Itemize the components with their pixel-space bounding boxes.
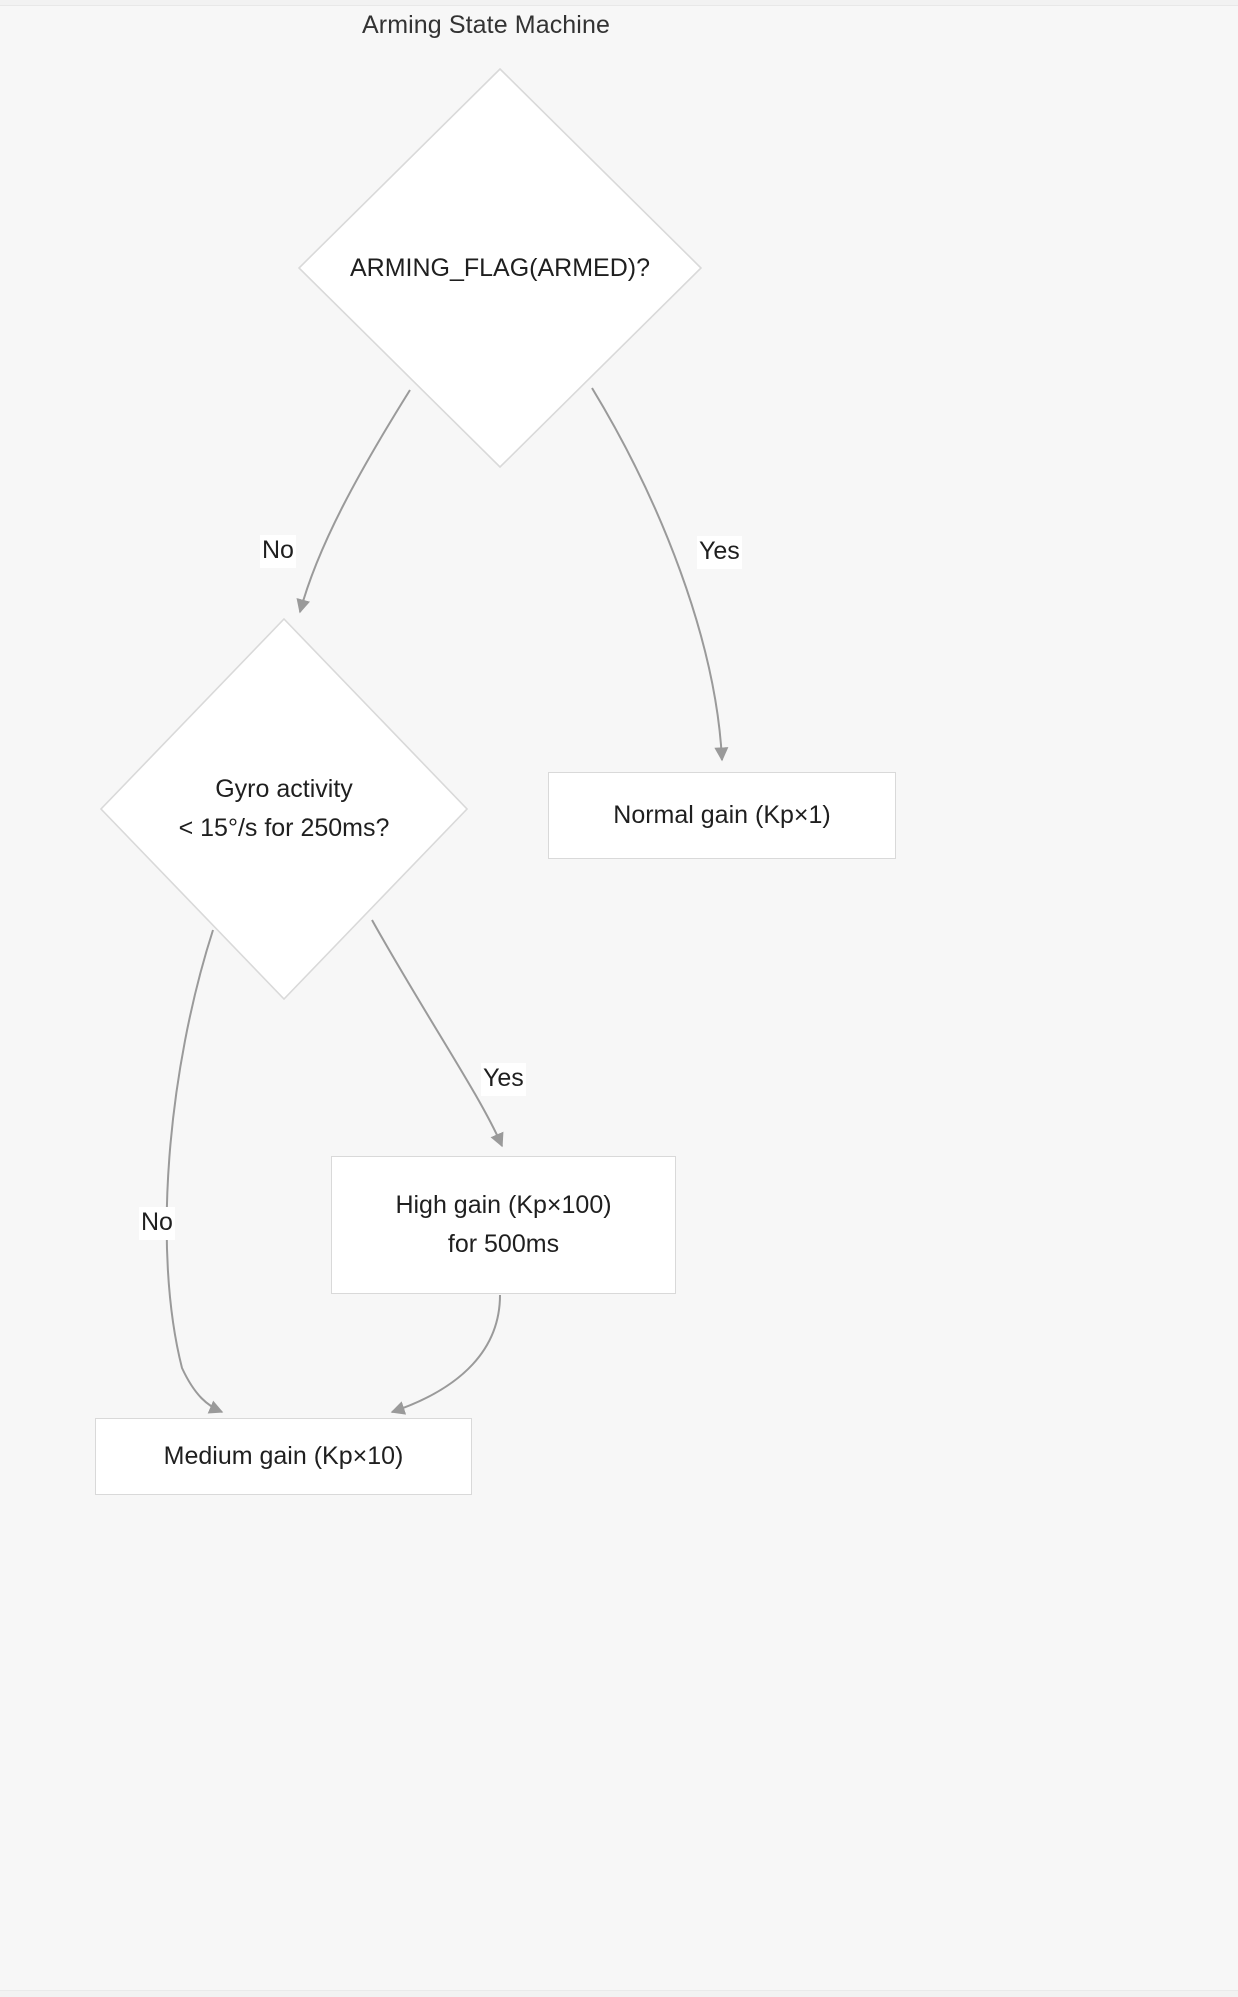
edge-gyro-to-medium <box>165 929 224 1414</box>
node-gyro-check-line-2: < 15°/s for 250ms? <box>178 814 390 842</box>
node-normal-gain[interactable]: Normal gain (Kp×1) <box>548 772 896 859</box>
node-medium-gain-label: Medium gain (Kp×10) <box>163 1442 404 1471</box>
decision-diamond-shape <box>298 68 702 468</box>
node-gyro-check-line-1: Gyro activity <box>215 775 353 804</box>
edge-label-gyro-no: No <box>139 1207 175 1240</box>
edge-high-to-medium <box>390 1294 501 1415</box>
node-high-gain-line-2: for 500ms <box>447 1230 560 1258</box>
page-title: Arming State Machine <box>362 11 610 39</box>
canvas-top-divider <box>0 0 1238 6</box>
node-high-gain-line-1: High gain (Kp×100) <box>395 1191 612 1220</box>
node-high-gain[interactable]: High gain (Kp×100) for 500ms <box>331 1156 676 1294</box>
edge-label-armed-no: No <box>260 535 296 568</box>
node-armed-check-label: ARMING_FLAG(ARMED)? <box>350 249 650 288</box>
node-armed-check-line-1: ARMING_FLAG(ARMED)? <box>349 253 651 282</box>
node-gyro-check[interactable]: Gyro activity < 15°/s for 250ms? <box>100 618 468 1000</box>
node-normal-gain-label: Normal gain (Kp×1) <box>613 801 831 830</box>
edge-label-gyro-yes: Yes <box>481 1063 526 1096</box>
node-armed-check[interactable]: ARMING_FLAG(ARMED)? <box>298 68 702 468</box>
node-medium-gain[interactable]: Medium gain (Kp×10) <box>95 1418 472 1495</box>
decision-diamond-shape <box>100 618 468 1000</box>
canvas-bottom-divider <box>0 1990 1238 1997</box>
node-gyro-check-label: Gyro activity < 15°/s for 250ms? <box>179 770 390 848</box>
edge-label-armed-yes: Yes <box>697 536 742 569</box>
